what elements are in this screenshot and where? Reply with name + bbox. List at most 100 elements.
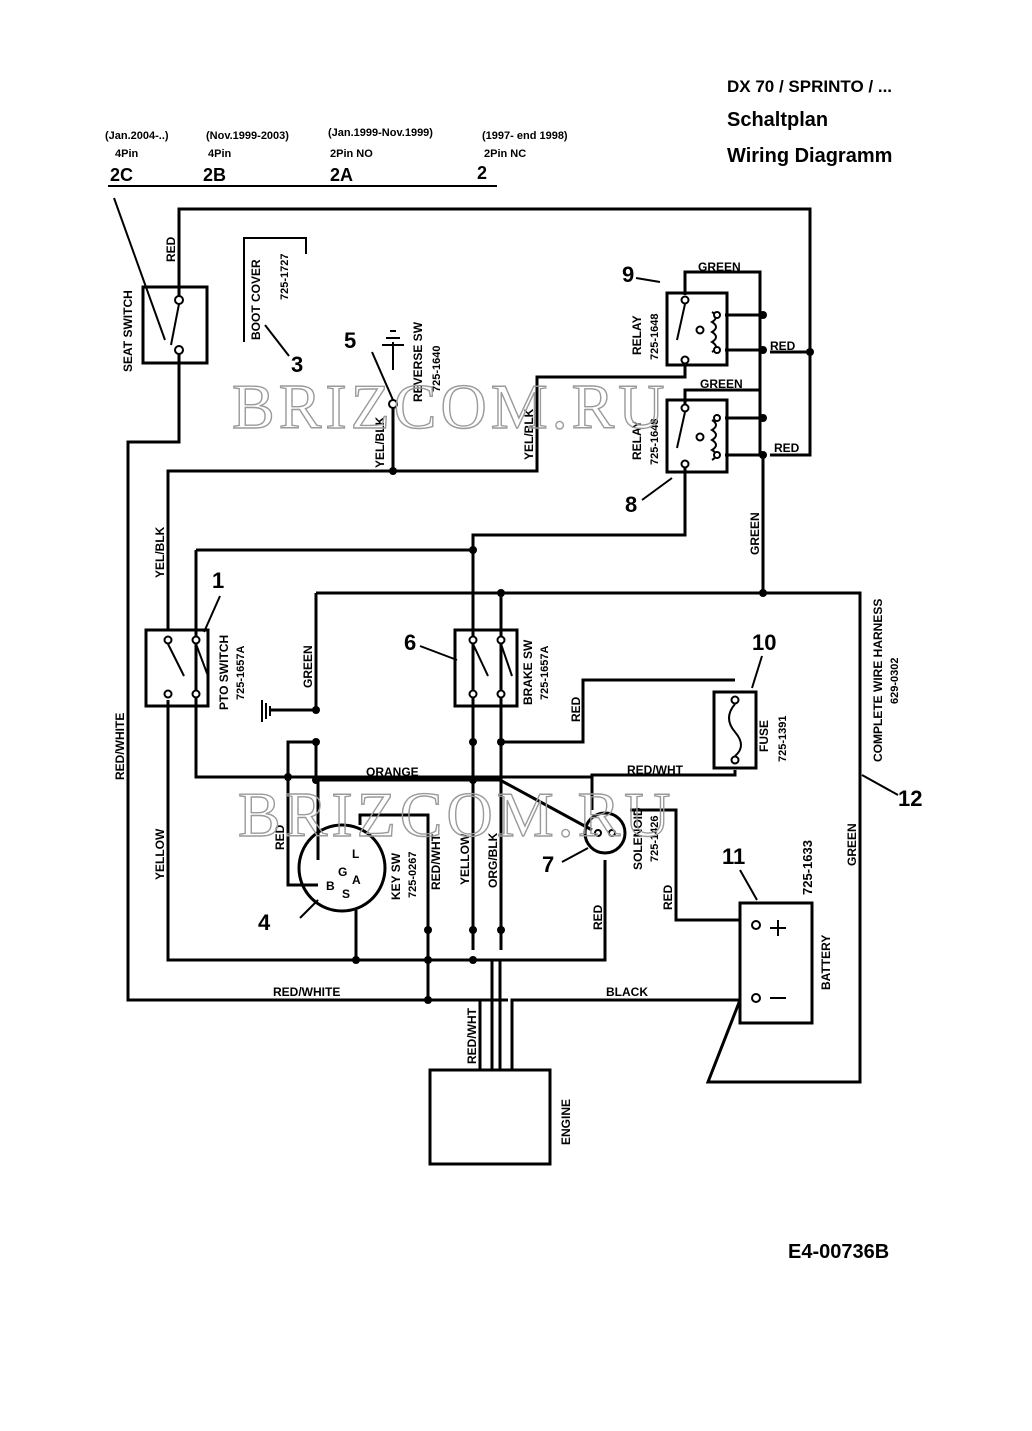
- brake-switch: [419, 628, 519, 708]
- variant-2a-code: 2A: [330, 165, 353, 185]
- model-title: DX 70 / SPRINTO / ...: [727, 77, 892, 96]
- relay-8-part-number: 725-1648: [649, 419, 661, 466]
- key-terminal-b: B: [326, 879, 335, 893]
- relay-9: [635, 277, 729, 367]
- pto-switch-label: PTO SWITCH: [217, 635, 231, 710]
- solenoid-part-number: 725-1426: [649, 816, 661, 863]
- variant-2c-date: (Jan.2004-..): [105, 130, 169, 142]
- solenoid-label: SOLENOID: [631, 807, 645, 870]
- ground-icon: [261, 700, 271, 722]
- relay-9-part-number: 725-1648: [649, 314, 661, 361]
- key-terminal-l: L: [352, 847, 359, 861]
- wire-yellow-left-label: YELLOW: [153, 828, 167, 880]
- wire-green-pto-label: GREEN: [301, 645, 315, 688]
- key-terminal-a: A: [352, 873, 361, 887]
- wire-red-wht-engine-label: RED/WHT: [465, 1007, 479, 1064]
- wire-green-relay-label: GREEN: [748, 512, 762, 555]
- variant-2a-date: (Jan.1999-Nov.1999): [328, 127, 433, 139]
- boot-cover-label: BOOT COVER: [249, 259, 263, 340]
- reverse-sw-part-number: 725-1640: [431, 346, 443, 393]
- wire-red-solenoid-label: RED: [591, 904, 605, 930]
- callout-7: 7: [542, 852, 554, 877]
- wire-yelblk-left-label: YEL/BLK: [153, 526, 167, 578]
- title-wiring-diagram: Wiring Diagramm: [727, 145, 892, 167]
- callout-12: 12: [898, 786, 922, 811]
- wire-yellow-mid-label: YELLOW: [458, 833, 472, 885]
- variant-2c-code: 2C: [110, 165, 133, 185]
- variant-2-code: 2: [477, 163, 487, 183]
- wire-red-wht-key-label: RED/WHT: [429, 833, 443, 890]
- key-terminal-g: G: [338, 865, 347, 879]
- battery-part-number: 725-1633: [800, 840, 815, 895]
- engine-label: ENGINE: [559, 1099, 573, 1145]
- boot-cover: [243, 237, 307, 357]
- key-switch: [297, 823, 387, 919]
- junction-dots: [284, 311, 814, 1004]
- pto-switch-part-number: 725-1657A: [235, 646, 247, 700]
- seat-switch-label: SEAT SWITCH: [121, 290, 135, 372]
- wire-red-r9-label: RED: [770, 339, 796, 353]
- wire-red-top-label: RED: [164, 236, 178, 262]
- battery-label: BATTERY: [819, 935, 833, 990]
- pto-switch: [144, 595, 221, 708]
- boot-cover-part-number: 725-1727: [279, 254, 291, 301]
- reverse-sw-label: REVERSE SW: [411, 321, 425, 402]
- variant-2b-code: 2B: [203, 165, 226, 185]
- callout-3: 3: [291, 352, 303, 377]
- callout-5: 5: [344, 328, 356, 353]
- variant-2-pins: 2Pin NC: [484, 148, 526, 160]
- watermark-top: BRIZCOM.RU: [232, 371, 669, 442]
- wire-red-brake-label: RED: [569, 696, 583, 722]
- variant-2a-pins: 2Pin NO: [330, 148, 373, 160]
- wire-red-r8-label: RED: [774, 441, 800, 455]
- reverse-switch: [371, 330, 404, 409]
- wire-green-harness-label: GREEN: [845, 823, 859, 866]
- wire-orange-label: ORANGE: [366, 765, 419, 779]
- seat-switch: [113, 197, 209, 365]
- wire-green-r8-label: GREEN: [700, 377, 743, 391]
- wire-red-white-bottom-label: RED/WHITE: [273, 985, 340, 999]
- title-schaltplan: Schaltplan: [727, 109, 828, 131]
- callout-12-leader: [861, 774, 899, 796]
- variant-2c-pins: 4Pin: [115, 148, 139, 160]
- wire-black-label: BLACK: [606, 985, 648, 999]
- wire-org-blk-label: ORG/BLK: [486, 832, 500, 888]
- wire-red-key-label: RED: [273, 824, 287, 850]
- relay-8: [641, 398, 729, 501]
- wire-green-r9-label: GREEN: [698, 260, 741, 274]
- key-sw-label: KEY SW: [389, 852, 403, 900]
- wire-yelblk-reverse-label: YEL/BLK: [373, 416, 387, 468]
- harness-part-number: 629-0302: [889, 658, 901, 705]
- callout-1: 1: [212, 568, 224, 593]
- callout-8: 8: [625, 492, 637, 517]
- relay-9-label: RELAY: [630, 315, 644, 355]
- variant-2b-pins: 4Pin: [208, 148, 232, 160]
- wire-red-wht-solenoid-label: RED/WHT: [627, 763, 684, 777]
- wires: [126, 207, 862, 1084]
- callout-6: 6: [404, 630, 416, 655]
- battery: [738, 869, 814, 1025]
- fuse: [712, 655, 763, 770]
- brake-sw-part-number: 725-1657A: [539, 646, 551, 700]
- callout-11: 11: [722, 844, 745, 869]
- variant-2-date: (1997- end 1998): [482, 130, 568, 142]
- fuse-part-number: 725-1391: [777, 716, 789, 763]
- harness-label: COMPLETE WIRE HARNESS: [871, 599, 885, 762]
- drawing-code: E4-00736B: [788, 1241, 889, 1263]
- variant-2b-date: (Nov.1999-2003): [206, 130, 289, 142]
- callout-4: 4: [258, 910, 271, 935]
- brake-sw-label: BRAKE SW: [521, 639, 535, 705]
- watermark-bottom: BRIZCOM.RU: [238, 779, 675, 850]
- solenoid: [561, 811, 627, 863]
- wire-red-battery-label: RED: [661, 884, 675, 910]
- engine: [428, 1068, 552, 1166]
- relay-8-label: RELAY: [630, 420, 644, 460]
- callout-9: 9: [622, 262, 634, 287]
- wire-red-white-left-label: RED/WHITE: [113, 713, 127, 780]
- key-sw-part-number: 725-0267: [407, 852, 419, 899]
- wire-yelblk-mid-label: YEL/BLK: [522, 408, 536, 460]
- fuse-label: FUSE: [757, 720, 771, 752]
- callout-10: 10: [752, 630, 776, 655]
- key-terminal-s: S: [342, 887, 350, 901]
